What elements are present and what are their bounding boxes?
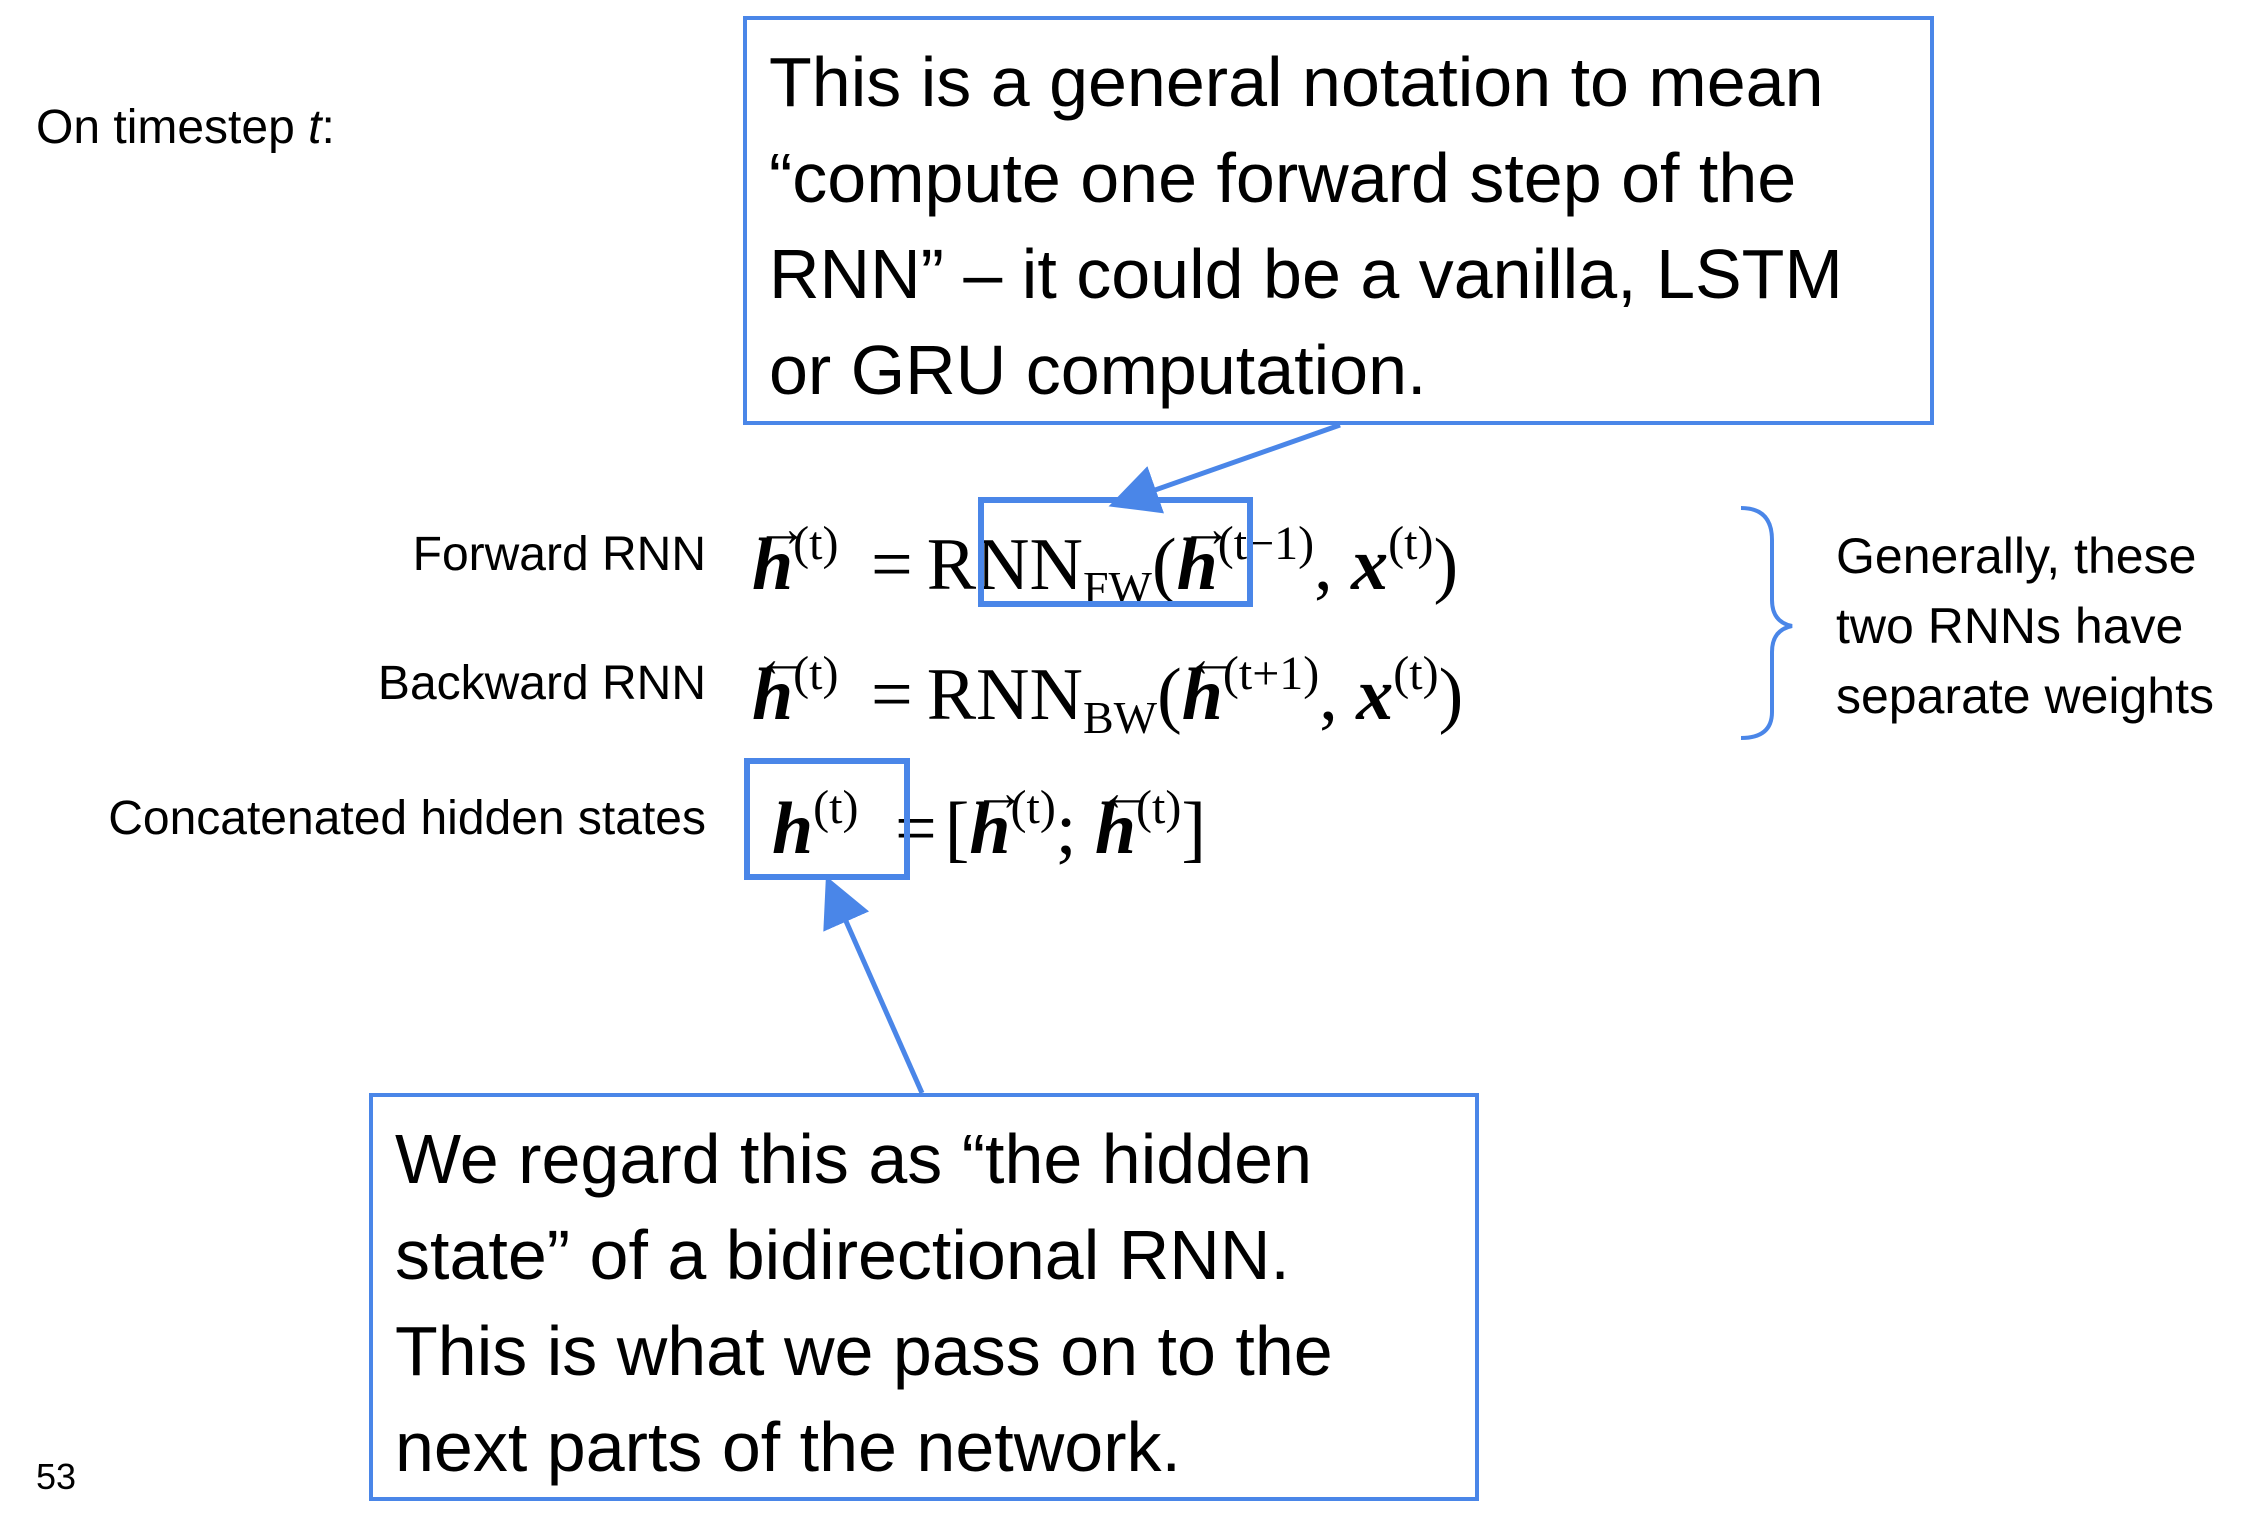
rnn-fw-function: RNNFW <box>926 524 1152 613</box>
callout-bottom-line-4: next parts of the network. <box>395 1408 1181 1486</box>
concat-backward-state: ←h <box>1094 765 1151 870</box>
backward-equals: = <box>870 654 913 736</box>
backward-next-hidden-state: ←h <box>1181 631 1238 736</box>
concat-equals: = <box>894 788 937 870</box>
rnn-bw-function: RNNBW <box>926 654 1158 743</box>
right-arrow-accent-icon: → <box>973 765 1026 822</box>
forward-hidden-state: →h <box>752 501 808 606</box>
backward-rnn-label: Backward RNN <box>377 657 706 710</box>
right-curly-brace-icon <box>1740 506 1793 740</box>
rnn-fw-highlight-box <box>978 497 1253 607</box>
forward-equals: = <box>870 524 913 606</box>
backward-lhs-superscript: (t) <box>793 647 839 700</box>
callout-bottom-line-1: We regard this as “the hidden <box>395 1120 1313 1198</box>
forward-equation: →h(t) =RNNFW(→h(t−1), x(t)) <box>752 501 1459 613</box>
header-suffix: : <box>321 101 335 154</box>
callout-top-line-4: or GRU computation. <box>769 331 1427 409</box>
forward-lhs-superscript: (t) <box>793 517 839 570</box>
concat-forward-state: →h <box>969 765 1026 870</box>
page-number: 53 <box>36 1456 77 1497</box>
side-note-line-3: separate weights <box>1836 668 2215 724</box>
callout-top-line-2: “compute one forward step of the <box>769 139 1797 217</box>
header-prefix: On timestep <box>36 101 309 154</box>
callout-top-line-3: RNN” – it could be a vanilla, LSTM <box>769 235 1843 313</box>
side-note-line-1: Generally, these <box>1836 528 2197 584</box>
forward-rnn-label: Forward RNN <box>412 528 706 581</box>
callout-top-line-1: This is a general notation to mean <box>769 43 1824 121</box>
concatenated-label: Concatenated hidden states <box>108 792 706 845</box>
concat-bw-superscript: (t) <box>1136 781 1182 834</box>
backward-hidden-state: ←h <box>752 631 808 736</box>
forward-arg-superscript: (t−1) <box>1217 517 1315 570</box>
callout-bottom: We regard this as “the hidden state” of … <box>369 1093 1479 1501</box>
concat-equation: h(t) =[→h(t); ←h(t)] <box>772 765 1207 870</box>
callout-bottom-line-3: This is what we pass on to the <box>395 1312 1333 1390</box>
forward-input: x <box>1351 524 1389 606</box>
left-arrow-accent-icon: ← <box>1098 765 1151 822</box>
side-note-line-2: two RNNs have <box>1836 598 2184 654</box>
slide-header: On timestep t: <box>36 100 335 155</box>
header-variable: t <box>308 101 322 154</box>
backward-input: x <box>1356 654 1394 736</box>
hidden-state-highlight-box <box>744 758 910 880</box>
left-arrow-accent-icon: ← <box>1185 631 1238 688</box>
callout-bottom-line-2: state” of a bidirectional RNN. <box>395 1216 1290 1294</box>
side-note: Generally, these two RNNs have separate … <box>1836 521 2214 731</box>
top-callout-arrow <box>1108 422 1341 514</box>
bottom-callout-arrow <box>823 875 925 1095</box>
callout-top: This is a general notation to mean “comp… <box>743 16 1934 425</box>
concat-fw-superscript: (t) <box>1010 781 1056 834</box>
concat-lhs-superscript: (t) <box>813 781 859 834</box>
forward-prev-hidden-state: →h <box>1176 501 1233 606</box>
backward-arg-superscript: (t+1) <box>1222 647 1320 700</box>
backward-input-superscript: (t) <box>1393 647 1439 700</box>
left-arrow-accent-icon: ← <box>756 631 808 688</box>
forward-input-superscript: (t) <box>1388 517 1434 570</box>
backward-equation: ←h(t) =RNNBW(←h(t+1), x(t)) <box>752 631 1464 743</box>
right-arrow-accent-icon: → <box>756 501 808 558</box>
right-arrow-accent-icon: → <box>1180 501 1233 558</box>
concat-hidden-state: h <box>772 788 814 870</box>
